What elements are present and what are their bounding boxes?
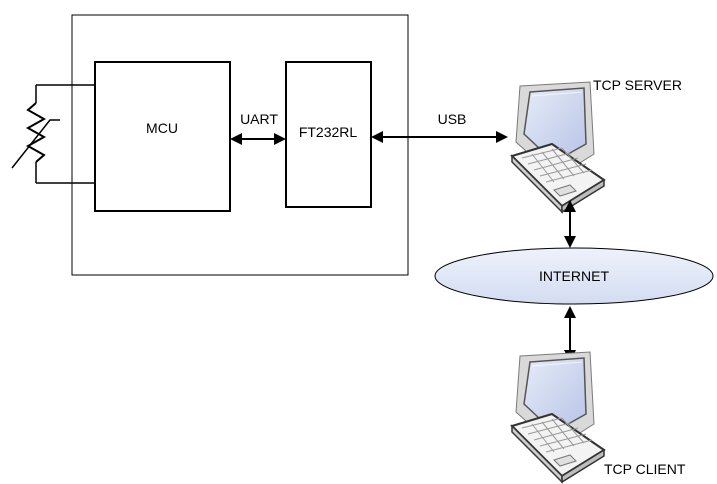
internet-label: INTERNET xyxy=(539,268,609,284)
ft232rl-block xyxy=(285,61,372,208)
client-laptop-icon xyxy=(511,351,605,483)
tcp-client-label: TCP CLIENT xyxy=(604,461,686,477)
mcu-block xyxy=(94,61,231,212)
uart-label: UART xyxy=(240,111,278,127)
server-laptop-icon xyxy=(511,81,605,213)
mcu-label: MCU xyxy=(146,120,178,136)
internet-cloud xyxy=(434,247,714,305)
ft232rl-label: FT232RL xyxy=(299,124,358,140)
usb-connection xyxy=(371,131,508,143)
variable-resistor-icon xyxy=(11,84,95,184)
server-internet-connection xyxy=(564,200,576,248)
uart-connection xyxy=(230,133,286,145)
usb-label: USB xyxy=(438,111,467,127)
tcp-server-label: TCP SERVER xyxy=(593,77,682,93)
